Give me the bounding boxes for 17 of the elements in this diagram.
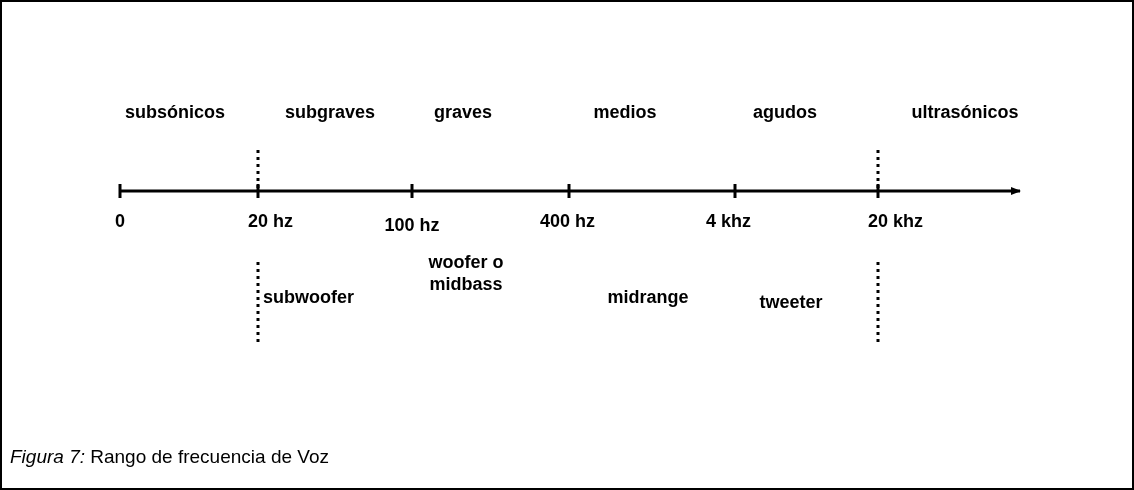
figure-caption: Figura 7: Rango de frecuencia de Voz — [10, 445, 329, 469]
band-label: subsónicos — [125, 101, 225, 123]
speaker-label: midrange — [607, 286, 689, 308]
tick-label: 0 — [115, 210, 125, 232]
tick-label: 4 khz — [706, 210, 752, 232]
band-label: medios — [593, 101, 657, 123]
tick-label: 20 hz — [248, 210, 294, 232]
tick-label: 400 hz — [540, 210, 596, 232]
speaker-label: tweeter — [759, 291, 823, 313]
band-label: subgraves — [285, 101, 375, 123]
speaker-label: subwoofer — [263, 286, 354, 308]
tick-label: 100 hz — [384, 214, 440, 236]
speaker-label: woofer o midbass — [427, 251, 505, 295]
tick-label: 20 khz — [868, 210, 924, 232]
band-label: agudos — [753, 101, 817, 123]
band-label: graves — [434, 101, 492, 123]
band-label: ultrasónicos — [911, 101, 1019, 123]
